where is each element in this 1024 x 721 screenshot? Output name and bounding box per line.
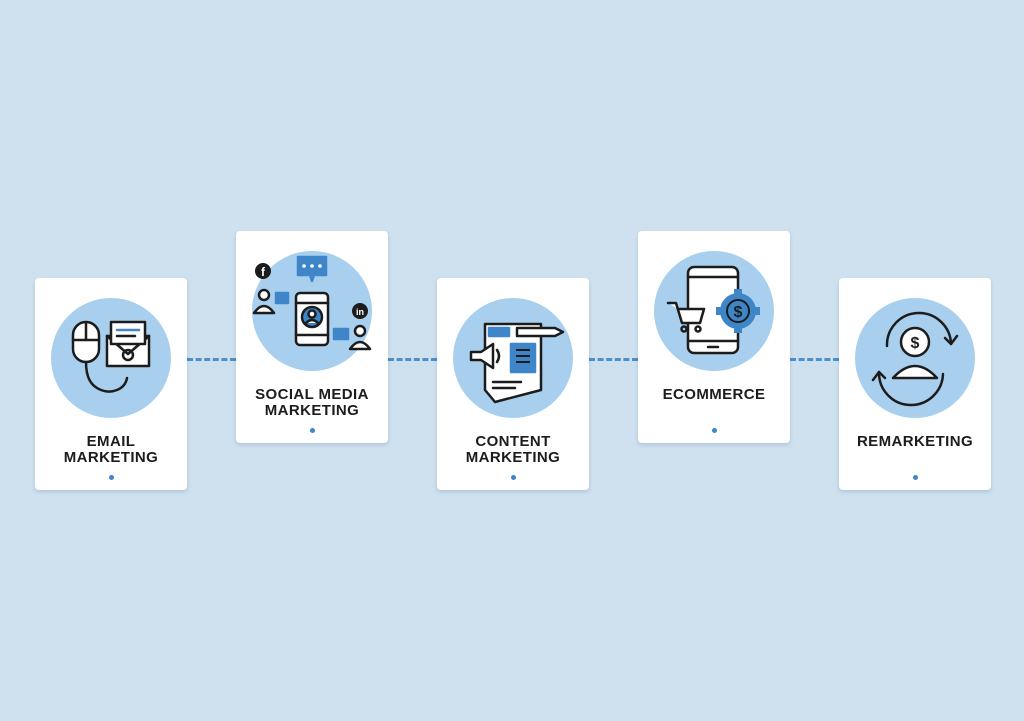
card-dot bbox=[310, 428, 315, 433]
connector-line bbox=[187, 358, 236, 361]
dollar-icon: $ bbox=[734, 304, 743, 321]
card-label: CONTENT MARKETING bbox=[465, 433, 561, 466]
card-content-marketing: CONTENT MARKETING bbox=[437, 278, 589, 490]
card-dot bbox=[913, 475, 918, 480]
card-label: REMARKETING bbox=[856, 433, 974, 450]
card-label: EMAIL MARKETING bbox=[63, 433, 159, 466]
card-dot bbox=[712, 428, 717, 433]
content-marketing-icon bbox=[469, 322, 565, 404]
card-label: SOCIAL MEDIA MARKETING bbox=[255, 386, 369, 419]
remarketing-icon: $ bbox=[871, 311, 959, 407]
card-label: ECOMMERCE bbox=[662, 386, 766, 403]
card-dot bbox=[511, 475, 516, 480]
email-marketing-icon bbox=[71, 320, 151, 393]
ecommerce-icon: $ bbox=[666, 265, 760, 355]
card-remarketing: $ REMARKETING bbox=[839, 278, 991, 490]
connector-line bbox=[388, 358, 437, 361]
card-ecommerce: $ ECOMMERCE bbox=[638, 231, 790, 443]
facebook-icon: f bbox=[261, 265, 266, 279]
linkedin-icon: in bbox=[356, 307, 364, 317]
card-email-marketing: EMAIL MARKETING bbox=[35, 278, 187, 490]
card-social-media-marketing: f in SOCIAL MEDIA MARKETING bbox=[236, 231, 388, 443]
connector-line bbox=[790, 358, 839, 361]
connector-line bbox=[589, 358, 638, 361]
icon-background-circle bbox=[855, 298, 975, 418]
card-dot bbox=[109, 475, 114, 480]
dollar-icon: $ bbox=[911, 335, 920, 352]
social-media-icon: f in bbox=[252, 255, 372, 351]
